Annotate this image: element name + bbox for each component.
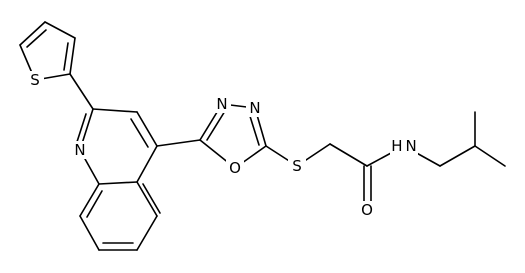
- quinoline-nitrogen: N: [71, 141, 89, 159]
- bond: [86, 190, 103, 218]
- bond: [98, 181, 138, 185]
- bond: [206, 110, 226, 141]
- bond: [79, 215, 100, 251]
- atom-labels: S N N N O S H N O: [26, 71, 418, 219]
- bond: [92, 108, 138, 113]
- bond: [44, 21, 76, 39]
- bond: [136, 145, 158, 183]
- oxadiazole-nitrogen-1-label: N: [216, 95, 227, 113]
- bond: [79, 183, 100, 217]
- bond: [329, 143, 368, 167]
- oxadiazole-oxygen: O: [226, 159, 244, 177]
- thiophene-sulfur-label: S: [30, 71, 40, 89]
- quinoline-ring: [74, 108, 161, 251]
- bond: [136, 111, 158, 147]
- thiophene-ring: [19, 21, 76, 81]
- oxadiazole-nitrogen-1: N: [213, 95, 231, 113]
- amide-nitrogen-label: H N: [391, 137, 417, 155]
- bond: [136, 181, 158, 217]
- thiophene-sulfur: S: [26, 71, 44, 89]
- oxadiazole-oxygen-label: O: [229, 159, 241, 177]
- amide-nitrogen: H N: [390, 137, 418, 155]
- thioether-sulfur: S: [288, 157, 306, 175]
- bond: [130, 118, 149, 148]
- oxadiazole-nitrogen-2-label: N: [249, 99, 260, 117]
- bond: [26, 29, 47, 48]
- oxadiazole-nitrogen-2: N: [246, 99, 264, 117]
- bond: [69, 37, 76, 75]
- bond: [63, 42, 69, 71]
- bond: [142, 183, 161, 214]
- bond: [136, 215, 158, 251]
- bond: [156, 139, 201, 147]
- quinoline-nitrogen-label: N: [74, 141, 85, 159]
- thioether-sulfur-label: S: [292, 157, 302, 175]
- bond: [248, 112, 260, 146]
- bond: [19, 21, 46, 46]
- bond: [439, 145, 476, 167]
- carbonyl-oxygen-label: O: [361, 201, 373, 219]
- bond: [474, 145, 506, 167]
- bond: [69, 73, 94, 110]
- carbonyl-oxygen: O: [358, 201, 376, 219]
